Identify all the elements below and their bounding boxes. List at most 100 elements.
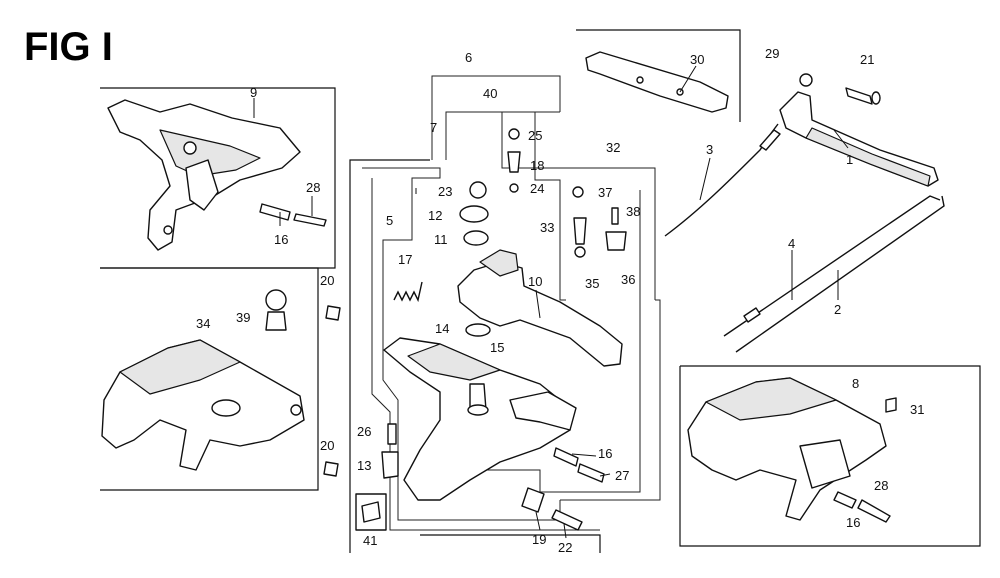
callout-5: 5 (386, 213, 393, 228)
nut-23 (469, 181, 487, 199)
callout-23: 23 (438, 184, 452, 199)
spring-16-inset (259, 203, 291, 221)
clip-39-ring (265, 289, 287, 311)
bracket-lever (185, 159, 219, 211)
bolt-27 (577, 463, 605, 483)
callout-36: 36 (621, 272, 635, 287)
clip-24 (509, 183, 519, 193)
callout-6: 6 (465, 50, 472, 65)
callout-7: 7 (430, 120, 437, 135)
callout-13: 13 (357, 458, 371, 473)
clamp-13 (381, 451, 399, 479)
nut-35 (574, 246, 586, 258)
bolt-33 (573, 217, 587, 245)
base-plate-top (407, 343, 501, 381)
callout-8: 8 (852, 376, 859, 391)
governor-bracket-assembly-9 (107, 99, 327, 251)
bracket-32-outer (501, 112, 656, 300)
callout-21: 21 (860, 52, 874, 67)
nut-29 (799, 73, 813, 87)
callout-35: 35 (585, 276, 599, 291)
spring-16-main (553, 447, 579, 467)
inset-frame-top-right (576, 29, 741, 122)
spring-16-inset-right (833, 491, 857, 509)
figure-title: FIG I (24, 25, 113, 69)
callout-31: 31 (910, 402, 924, 417)
callout-37: 37 (598, 185, 612, 200)
callout-18: 18 (530, 158, 544, 173)
cover-hole (290, 404, 302, 416)
spring-17 (393, 281, 423, 303)
callout-34: 34 (196, 316, 210, 331)
cover-top-face (119, 339, 241, 395)
cover-8-mechanism (799, 439, 851, 489)
bracket-pivot (183, 141, 197, 155)
main-frame-left (349, 159, 430, 553)
bracket-7 (371, 178, 600, 531)
callout-27: 27 (615, 468, 629, 483)
callout-16-right: 16 (846, 515, 860, 530)
callout-11: 11 (434, 232, 448, 247)
callout-19: 19 (532, 532, 546, 547)
bracket-40 (445, 111, 560, 160)
callout-1: 1 (846, 152, 853, 167)
collar-19 (521, 487, 545, 513)
main-frame-bottom (420, 534, 601, 553)
bolt-22 (551, 509, 583, 531)
bracket-hole (163, 225, 173, 235)
callout-15: 15 (490, 340, 504, 355)
callout-24: 24 (530, 181, 544, 196)
callout-26: 26 (357, 424, 371, 439)
shaft-15-base (467, 404, 489, 416)
cover-34 (101, 289, 305, 471)
screw-37 (572, 186, 584, 198)
callout-16-topleft: 16 (274, 232, 288, 247)
rod-4-spring (743, 307, 761, 323)
clip-41 (361, 501, 381, 523)
callout-2: 2 (834, 302, 841, 317)
clamp-36 (605, 231, 627, 251)
plate-30-body (585, 51, 729, 113)
bolt-20-upper (325, 305, 341, 321)
clip-31 (885, 397, 897, 413)
rod-2 (735, 195, 945, 353)
callout-9: 9 (250, 85, 257, 100)
bolt-28-inset (293, 213, 327, 227)
callout-12: 12 (428, 208, 442, 223)
callout-16-main: 16 (598, 446, 612, 461)
callout-4: 4 (788, 236, 795, 251)
washer-12 (459, 205, 489, 223)
bracket-6 (431, 75, 561, 160)
callout-22: 22 (558, 540, 572, 555)
callout-17: 17 (398, 252, 412, 267)
callout-30: 30 (690, 52, 704, 67)
callout-28-right: 28 (874, 478, 888, 493)
bolt-21-head (871, 91, 881, 105)
inset-frames (100, 29, 981, 553)
washer-11 (463, 230, 489, 246)
inset-frame-bottom-right (679, 365, 981, 547)
callout-29: 29 (765, 46, 779, 61)
bolt-20-lower (323, 461, 339, 477)
callout-28-topleft: 28 (306, 180, 320, 195)
callout-3: 3 (706, 142, 713, 157)
governor-arm-hub (479, 249, 519, 277)
bracket-right (560, 299, 661, 501)
callout-38: 38 (626, 204, 640, 219)
inset-frame-left (100, 267, 319, 491)
control-lever-1 (779, 73, 939, 187)
joint-18 (507, 151, 521, 173)
callout-14: 14 (435, 321, 449, 336)
callout-20-upper: 20 (320, 273, 334, 288)
bracket-32-inner (534, 112, 566, 301)
plate-30-hole (636, 76, 644, 84)
clip-39-body (265, 311, 287, 331)
cover-8 (687, 377, 897, 523)
bracket-arm (159, 129, 261, 177)
stop-bracket (509, 391, 577, 431)
callout-39: 39 (236, 310, 250, 325)
callout-10: 10 (528, 274, 542, 289)
plate-30 (585, 51, 729, 113)
